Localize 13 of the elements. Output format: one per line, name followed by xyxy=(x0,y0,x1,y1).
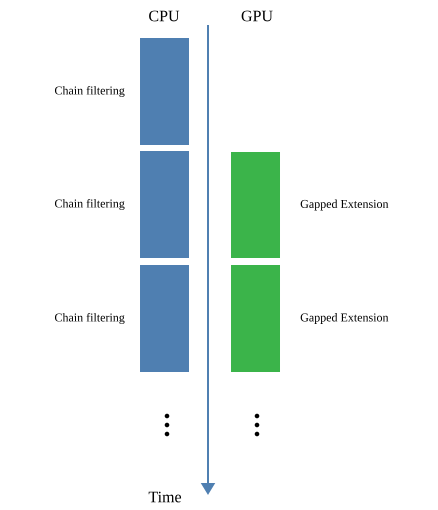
axis-label: CPU xyxy=(149,10,180,22)
axis-label: Time xyxy=(148,492,182,502)
process-block xyxy=(231,265,280,372)
step-label: Chain filtering xyxy=(54,312,125,324)
process-block xyxy=(140,265,189,372)
process-block xyxy=(140,151,189,258)
step-label: Chain filtering xyxy=(54,198,125,210)
step-label: Chain filtering xyxy=(54,86,125,98)
step-label: Gapped Extension xyxy=(300,200,388,210)
step-label: Gapped Extension xyxy=(300,313,388,324)
process-block xyxy=(140,38,189,145)
axis-label: GPU xyxy=(242,10,273,22)
process-block xyxy=(231,152,280,258)
